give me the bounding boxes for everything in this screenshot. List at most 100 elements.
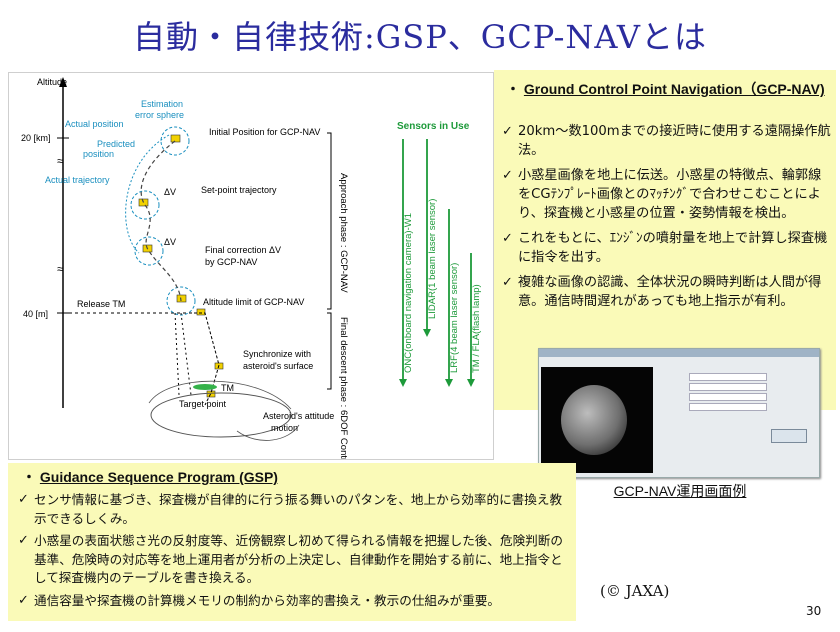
sensor-lidar-head: [423, 329, 431, 337]
gcp-nav-list: ✓ 20km～数100mまでの接近時に使用する遠隔操作航法。 ✓ 小惑星画像を地上に…: [502, 122, 832, 317]
sensor-lrf-head: [445, 379, 453, 387]
slide-title: 自動・自律技術:GSP、GCP-NAVとは: [132, 18, 708, 56]
check-icon: ✓: [502, 231, 513, 246]
list-item-text: 小惑星画像を地上に伝送。小惑星の特徴点、輪郭線をCGﾃﾝﾌﾟﾚｰﾄ画像とのﾏｯﾁ…: [518, 168, 822, 221]
axis-arrow: [59, 77, 67, 87]
final-correction-label-2: by GCP-NAV: [205, 257, 257, 267]
screen-titlebar: [539, 349, 819, 357]
list-item: ✓ 通信容量や探査機の計算機メモリの制約から効率的書換え・教示の仕組みが重要。: [18, 592, 574, 611]
sensor-lrf-label: LRF(4 beam laser sensor): [449, 263, 460, 373]
approach-phase-label: Approach phase : GCP-NAV: [338, 173, 349, 293]
gcp-nav-bullet: ・: [506, 81, 524, 97]
sensor-tm-label: TM / FLA(flash lamp): [471, 284, 482, 373]
descent-path: [189, 312, 220, 406]
sensor-onc-head: [399, 379, 407, 387]
estimation-sphere-label: Estimation error sphere: [135, 99, 186, 120]
asteroid-surface: [148, 380, 292, 410]
spacecraft-7: [206, 390, 216, 398]
release-tm-label: Release TM: [77, 299, 125, 309]
sensor-tm-head: [467, 379, 475, 387]
predicted-line1: Predicted: [97, 139, 135, 149]
gsp-heading-text: Guidance Sequence Program (GSP): [39, 469, 278, 485]
asteroid-attitude-label-1: Asteroid's attitude: [263, 411, 334, 421]
list-item: ✓ 小惑星画像を地上に伝送。小惑星の特徴点、輪郭線をCGﾃﾝﾌﾟﾚｰﾄ画像とのﾏｯ…: [502, 166, 832, 223]
list-item-text: 20km～数100mまでの接近時に使用する遠隔操作航法。: [518, 124, 831, 158]
predicted-line2: position: [83, 149, 114, 159]
screen-field: [689, 373, 767, 381]
gsp-panel: ・ Guidance Sequence Program (GSP) ✓ センサ情報…: [8, 463, 576, 621]
descent-bracket: [327, 312, 332, 390]
delta-v-label-2: ΔV: [164, 237, 176, 247]
altitude-limit-label: Altitude limit of GCP-NAV: [203, 297, 304, 307]
list-item-text: センサ情報に基づき、探査機が自律的に行う振る舞いのパタンを、地上から効率的に書換…: [34, 492, 563, 526]
check-icon: ✓: [502, 275, 513, 290]
asteroid-view: [541, 367, 653, 473]
tm-landing-mark: [193, 384, 217, 390]
approach-diagram: Altitude 20 [km] 40 [m] ≈ ≈: [8, 72, 494, 460]
check-icon: ✓: [18, 533, 29, 548]
actual-position-label: Actual position: [65, 119, 124, 129]
spacecraft-5: [196, 308, 206, 316]
sensor-lidar-label: LIDAR(1 beam laser sensor): [427, 199, 438, 319]
setpoint-trajectory-path: [140, 140, 182, 302]
sensor-onc-label: ONC(onboard navigation camera)-W1: [403, 213, 414, 373]
list-item-text: これをもとに、ｴﾝｼﾞﾝの噴射量を地上で計算し探査機に指令を出す。: [518, 231, 828, 265]
list-item-text: 小惑星の表面状態さ光の反射度等、近傍観察し初めて得られる情報を把握した後、危険判…: [34, 533, 563, 585]
screen-control-panel: [659, 369, 815, 473]
list-item-text: 複雑な画像の認識、全体状況の瞬時判断は人間が得意。通信時間遅れがあっても地上指示…: [518, 275, 822, 309]
asteroid-attitude-label-2: motion: [271, 423, 298, 433]
screen-field: [689, 383, 767, 391]
diagram-svg: Altitude 20 [km] 40 [m] ≈ ≈: [21, 77, 482, 459]
screen-field: [689, 403, 767, 411]
sphere-2: [130, 190, 160, 220]
actual-trajectory-path: [125, 134, 170, 254]
check-icon: ✓: [502, 168, 513, 183]
sphere-1: [160, 126, 190, 156]
axis-break-2: ≈: [57, 262, 64, 276]
beam-2: [174, 312, 180, 396]
screen-caption: GCP-NAV運用画面例: [613, 483, 747, 499]
sphere-3: [134, 236, 164, 266]
axis-break-1: ≈: [57, 154, 64, 168]
list-item: ✓ 複雑な画像の認識、全体状況の瞬時判断は人間が得意。通信時間遅れがあっても地上指…: [502, 273, 832, 311]
list-item: ✓ 小惑星の表面状態さ光の反射度等、近傍観察し初めて得られる情報を把握した後、危険…: [18, 532, 574, 588]
actual-trajectory-label: Actual trajectory: [45, 175, 110, 185]
predicted-position-label: Predicted position: [83, 139, 138, 159]
alt-20-label: 20 [km]: [21, 133, 51, 143]
check-icon: ✓: [502, 124, 513, 139]
list-item-text: 通信容量や探査機の計算機メモリの制約から効率的書換え・教示の仕組みが重要。: [34, 592, 500, 608]
screen-field: [689, 393, 767, 401]
list-item: ✓ センサ情報に基づき、探査機が自律的に行う振る舞いのパタンを、地上から効率的に書…: [18, 491, 574, 528]
delta-v-label-1: ΔV: [164, 187, 176, 197]
check-icon: ✓: [18, 492, 29, 507]
screen-button: [771, 429, 807, 443]
page-number: 30: [806, 604, 822, 618]
copyright: (© JAXA): [600, 582, 670, 600]
synchronize-label-1: Synchronize with: [243, 349, 311, 359]
spacecraft-1: [170, 134, 181, 143]
gcp-nav-screen-image: [538, 348, 820, 478]
gsp-list: ✓ センサ情報に基づき、探査機が自律的に行う振る舞いのパタンを、地上から効率的に書…: [18, 491, 574, 614]
final-descent-label: Final descent phase : 6DOF Control: [338, 317, 349, 459]
alt-40-label: 40 [m]: [23, 309, 48, 319]
beam-1: [180, 312, 192, 396]
asteroid-render: [561, 385, 627, 455]
gsp-heading: ・ Guidance Sequence Program (GSP): [22, 467, 278, 487]
approach-bracket: [327, 132, 332, 310]
spacecraft-4: [176, 294, 187, 303]
initial-position-label: Initial Position for GCP-NAV: [209, 127, 320, 137]
sensors-in-use-label: Sensors in Use: [397, 121, 470, 132]
estimation-line2: error sphere: [135, 110, 184, 120]
check-icon: ✓: [18, 592, 29, 608]
attitude-arrow: [236, 424, 300, 441]
synchronize-label-2: asteroid's surface: [243, 361, 313, 371]
list-item: ✓ 20km～数100mまでの接近時に使用する遠隔操作航法。: [502, 122, 832, 160]
altitude-label: Altitude: [37, 77, 67, 87]
target-point-label: Target point: [179, 399, 227, 409]
gcp-nav-heading-text: Ground Control Point Navigation（GCP-NAV): [523, 81, 825, 97]
final-correction-label-1: Final correction ΔV: [205, 245, 281, 255]
setpoint-trajectory-label: Set-point trajectory: [201, 185, 277, 195]
gsp-bullet: ・: [22, 469, 40, 485]
estimation-line1: Estimation: [141, 99, 183, 109]
asteroid-outline: [150, 392, 292, 438]
